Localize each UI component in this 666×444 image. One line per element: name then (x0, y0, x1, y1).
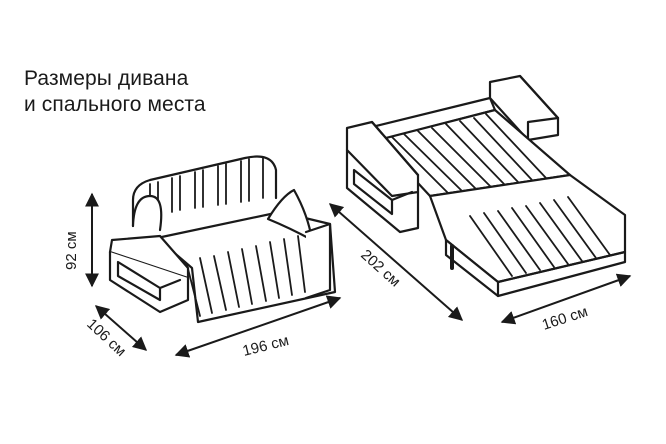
upper-stripes (391, 113, 547, 194)
depth-label: 106 см (83, 315, 129, 359)
folded-sofa (108, 155, 337, 324)
sofa-pillow (266, 188, 314, 242)
width-label: 196 см (241, 332, 291, 360)
bed-length-label: 202 см (357, 246, 403, 290)
lower-stripes (469, 196, 611, 277)
unfolded-sofa-bed (345, 74, 627, 298)
dimension-lines-right (328, 203, 632, 325)
bed-width-arrow (500, 273, 632, 325)
title-line-2: и спального места (24, 93, 206, 116)
bed-width-label: 160 см (540, 303, 590, 334)
right-armrest (304, 222, 332, 300)
dimension-lines-left (85, 192, 342, 358)
left-armrest-back (131, 194, 163, 232)
front-armrest (108, 234, 190, 280)
width-arrow (174, 295, 342, 358)
title-line-1: Размеры дивана (24, 67, 189, 90)
depth-arrow (94, 305, 148, 351)
height-label: 92 см (63, 231, 80, 270)
page-title: Размеры дивана и спального места (24, 66, 206, 118)
bed-length-arrow (328, 203, 464, 321)
